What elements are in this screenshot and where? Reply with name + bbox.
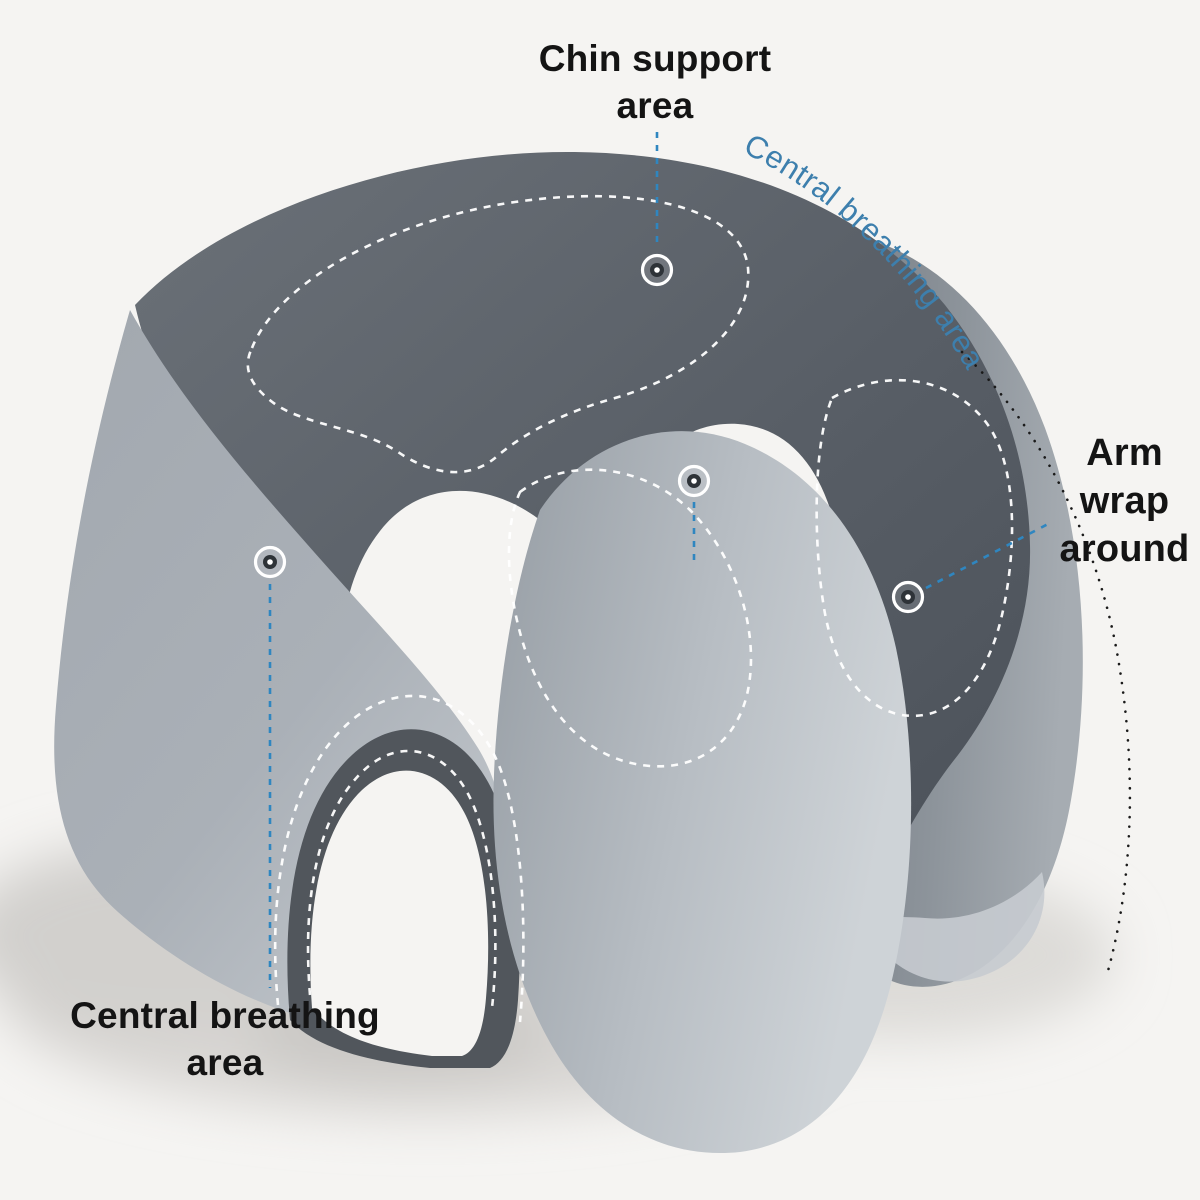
marker-center-dot [691,478,697,484]
arm-wrap-label-line2: around [1059,527,1190,570]
arch-contour-dashes-outer [273,694,525,1023]
central-breathing-bottom-label: Central breathing area [55,993,395,1086]
central-breathing-bottom-line1: Central breathing [70,995,380,1036]
marker-center-dot [654,267,660,273]
marker-center [677,464,711,498]
leader-arm-wrap [925,522,1049,590]
breathing-region-outline-center [507,468,753,768]
arm-wrap-label-line1: Arm wrap [1079,432,1170,522]
leader-lines [268,132,1049,988]
breathing-region-outlines [246,194,1014,1023]
pillow-arch-opening [310,770,489,1056]
chin-support-label: Chin support area [470,36,840,129]
marker-center-dot [267,559,273,565]
pillow-arm-tip-highlight [862,872,1045,982]
marker-arm-wrap [891,580,925,614]
central-breathing-bottom-line2: area [186,1041,264,1083]
marker-center-dot [905,594,911,600]
arm-wrap-label: Arm wrap around [1042,430,1200,574]
chin-support-label-line2: area [616,84,694,126]
arch-contour-dashes-inner [306,749,497,1009]
marker-breathing-left [253,545,287,579]
breathing-region-outline-top [246,194,750,474]
pillow-center-lobe [493,431,912,1154]
marker-chin-support [640,253,674,287]
breathing-region-outline-right [815,378,1014,718]
chin-support-label-line1: Chin support [538,38,772,79]
